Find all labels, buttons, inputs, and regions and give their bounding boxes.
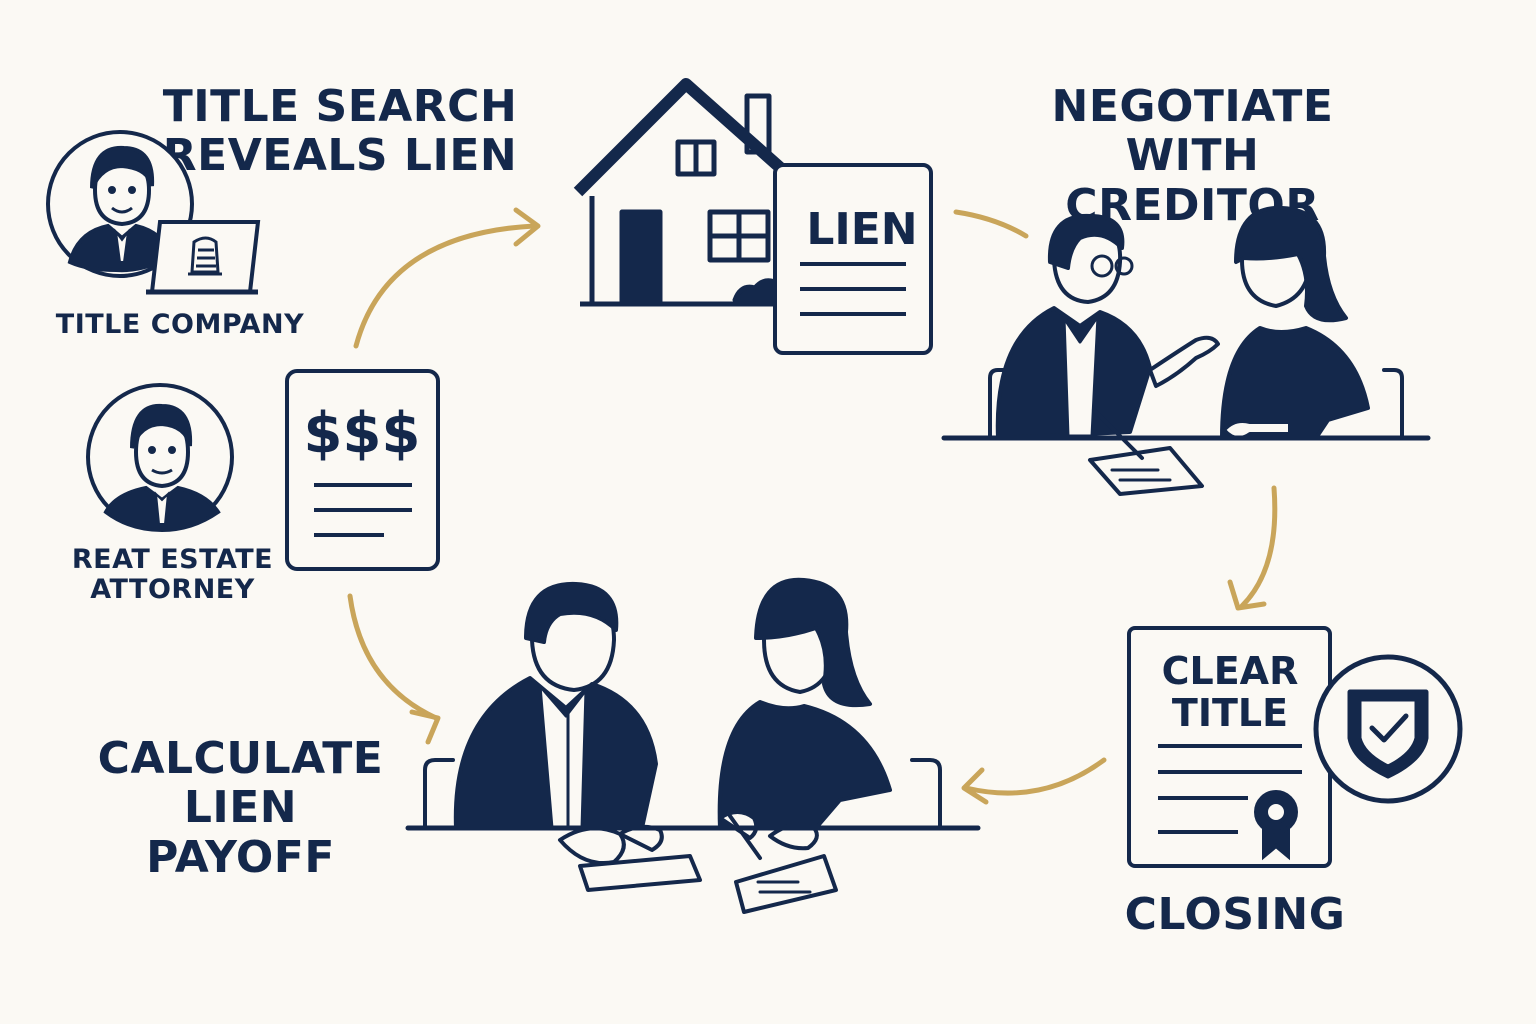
arrow-to-house [353,223,537,349]
award-seal-icon [1254,790,1298,861]
person-laptop-icon [46,130,261,295]
arrow-to-meeting-head [409,709,441,745]
arrow-to-closing-head [1227,579,1267,611]
lien-document-text: LIEN [806,204,917,255]
arrow-to-calculate-head [961,767,989,805]
payoff-document-icon [285,369,440,571]
arrow-to-closing [1239,485,1278,609]
attorney-line1: REAT ESTATE [71,544,274,575]
attorney-line2: ATTORNEY [90,574,255,606]
negotiate-line1: NEGOTIATE [1051,81,1334,132]
negotiation-scene [941,205,1431,496]
flow-arrows [347,207,1278,805]
clear-title-line1: CLEAR [1162,649,1299,693]
arrow-to-house-head [513,207,541,247]
role-title-company-label: TITLE COMPANY [55,309,305,340]
house-icon [573,78,816,307]
role-attorney-label: REAT ESTATE ATTORNEY [50,544,295,606]
calculate-line2: LIEN PAYOFF [146,782,335,883]
step-calculate-label: CALCULATE LIEN PAYOFF [88,734,393,882]
lien-document-icon [773,163,933,355]
shield-check-icon [1313,654,1463,804]
arrow-to-calculate [963,757,1107,796]
arrow-to-meeting [347,593,439,721]
step-title-search-label: TITLE SEARCH REVEALS LIEN [160,82,520,181]
attorney-icon [86,383,234,533]
calculation-scene [405,577,981,914]
payoff-document-text: $$$ [304,401,421,466]
title-search-line2: REVEALS LIEN [162,130,518,182]
title-search-line1: TITLE SEARCH [162,81,518,132]
calculate-line1: CALCULATE [97,733,384,784]
clear-title-line2: TITLE [1172,691,1288,735]
step-closing-label: CLOSING [1124,889,1346,940]
arrow-to-negotiate [953,209,1029,239]
